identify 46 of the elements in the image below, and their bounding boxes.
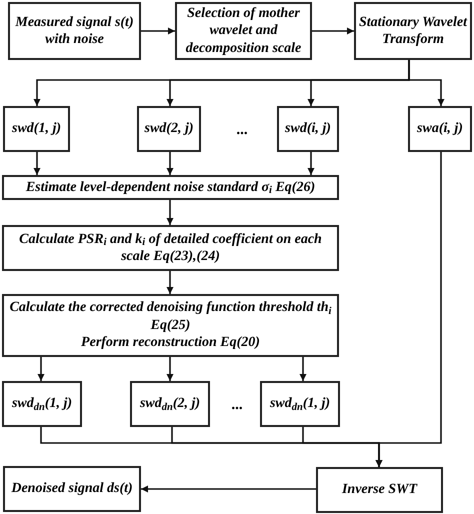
- process-box: [3, 106, 70, 152]
- process-box: [2, 225, 339, 271]
- box-label: swd(1, j): [12, 120, 61, 138]
- arrow: [141, 28, 175, 34]
- arrow: [166, 200, 174, 225]
- arrow: [166, 152, 174, 175]
- process-box: [130, 381, 210, 427]
- arrow: [300, 357, 306, 381]
- ellipsis-label: ...: [231, 396, 243, 415]
- box-label: swd(2, j): [144, 120, 194, 138]
- box-label: Stationary Wavelet Transform: [358, 14, 468, 48]
- process-box: [8, 2, 141, 60]
- box-label: swd$_{dn}$(1, j): [12, 395, 72, 413]
- box-label: Estimate level-dependent noise standard σ$_{i}$ Eq(26): [26, 178, 316, 196]
- arrow: [38, 357, 44, 381]
- arrow: [312, 28, 354, 34]
- process-box: [3, 466, 141, 512]
- arrow: [376, 152, 442, 467]
- ellipsis-label: ...: [236, 120, 248, 140]
- box-label: Selection of mother wavelet and decomposition scale: [184, 4, 302, 58]
- arrow: [308, 152, 314, 175]
- process-box: [2, 381, 82, 427]
- process-box: [137, 106, 201, 152]
- process-box: [316, 467, 443, 513]
- box-label: swd$_{dn}$(2, j): [140, 395, 200, 413]
- arrow: [166, 271, 174, 294]
- process-box: [175, 2, 312, 60]
- box-label: Measured signal s(t) with noise: [14, 14, 135, 48]
- box-label: Calculate the corrected denoising function threshold th$_{i}$ Eq(25): [8, 299, 332, 334]
- box-label: Perform reconstruction Eq(20): [81, 334, 260, 352]
- arrow: [166, 357, 174, 381]
- process-box: [408, 106, 472, 152]
- box-label: swd(i, j): [285, 120, 331, 138]
- box-label: swa(i, j): [417, 120, 463, 138]
- box-label: swd$_{dn}$(1, j): [270, 395, 330, 413]
- process-box: [260, 381, 340, 427]
- box-label: Inverse SWT: [342, 481, 418, 499]
- arrow: [141, 486, 316, 492]
- arrow: [34, 152, 40, 175]
- arrow: [408, 60, 444, 106]
- box-label: Calculate PSR$_{i}$ and k$_{i}$ of detailed coefficient on each scale Eq(23),(24): [18, 230, 323, 266]
- process-box: [2, 294, 339, 357]
- process-box: [354, 2, 472, 60]
- process-box: [2, 175, 339, 200]
- process-box: [277, 106, 339, 152]
- box-label: Denoised signal ds(t): [11, 480, 133, 498]
